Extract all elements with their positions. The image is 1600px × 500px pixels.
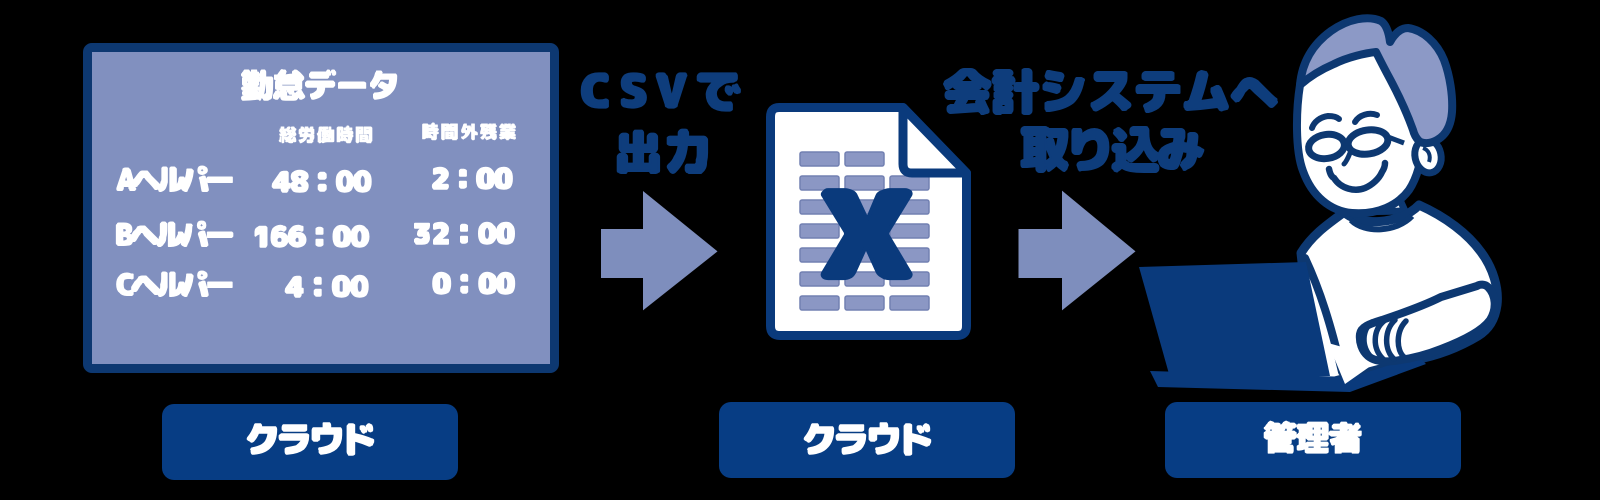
caption-admin-label [1263, 420, 1362, 454]
collar-line [1348, 213, 1415, 233]
laptop-base [1150, 356, 1426, 392]
value-c-total [284, 274, 369, 298]
laptop-keyboard-wedge [1328, 343, 1382, 384]
arrow-right-icon [601, 191, 718, 311]
row-label-a [116, 165, 234, 193]
caption-cloud-1 [162, 404, 458, 480]
value-b-overtime [414, 221, 515, 245]
row-label-b [116, 220, 234, 248]
import-label-line2 [1020, 125, 1205, 173]
fingers [1361, 317, 1409, 362]
column-header-total-hours [278, 125, 373, 144]
caption-cloud-2 [719, 402, 1015, 478]
csv-export-label-line1 [580, 72, 741, 112]
table-title [241, 68, 398, 101]
hair [1296, 14, 1457, 148]
administrator-at-laptop-icon [1139, 14, 1502, 392]
caption-cloud-2-label [803, 421, 932, 456]
arrow-right-icon [1018, 190, 1136, 311]
eyebrows [1309, 110, 1380, 131]
value-a-overtime [431, 166, 513, 190]
laptop-screen [1139, 262, 1330, 378]
folded-corner [898, 103, 971, 178]
attendance-panel [83, 43, 559, 373]
import-label-line1 [943, 67, 1278, 115]
smile [1325, 159, 1389, 193]
row-label-c [116, 270, 233, 298]
excel-letter-x [820, 188, 913, 281]
column-header-overtime [422, 122, 516, 141]
glasses [1305, 126, 1405, 163]
value-b-total [254, 224, 370, 248]
caption-cloud-1-label [246, 421, 374, 456]
csv-export-label-line2 [616, 128, 709, 174]
value-a-total [271, 169, 372, 193]
nose [1341, 150, 1353, 167]
value-c-overtime [432, 271, 516, 295]
